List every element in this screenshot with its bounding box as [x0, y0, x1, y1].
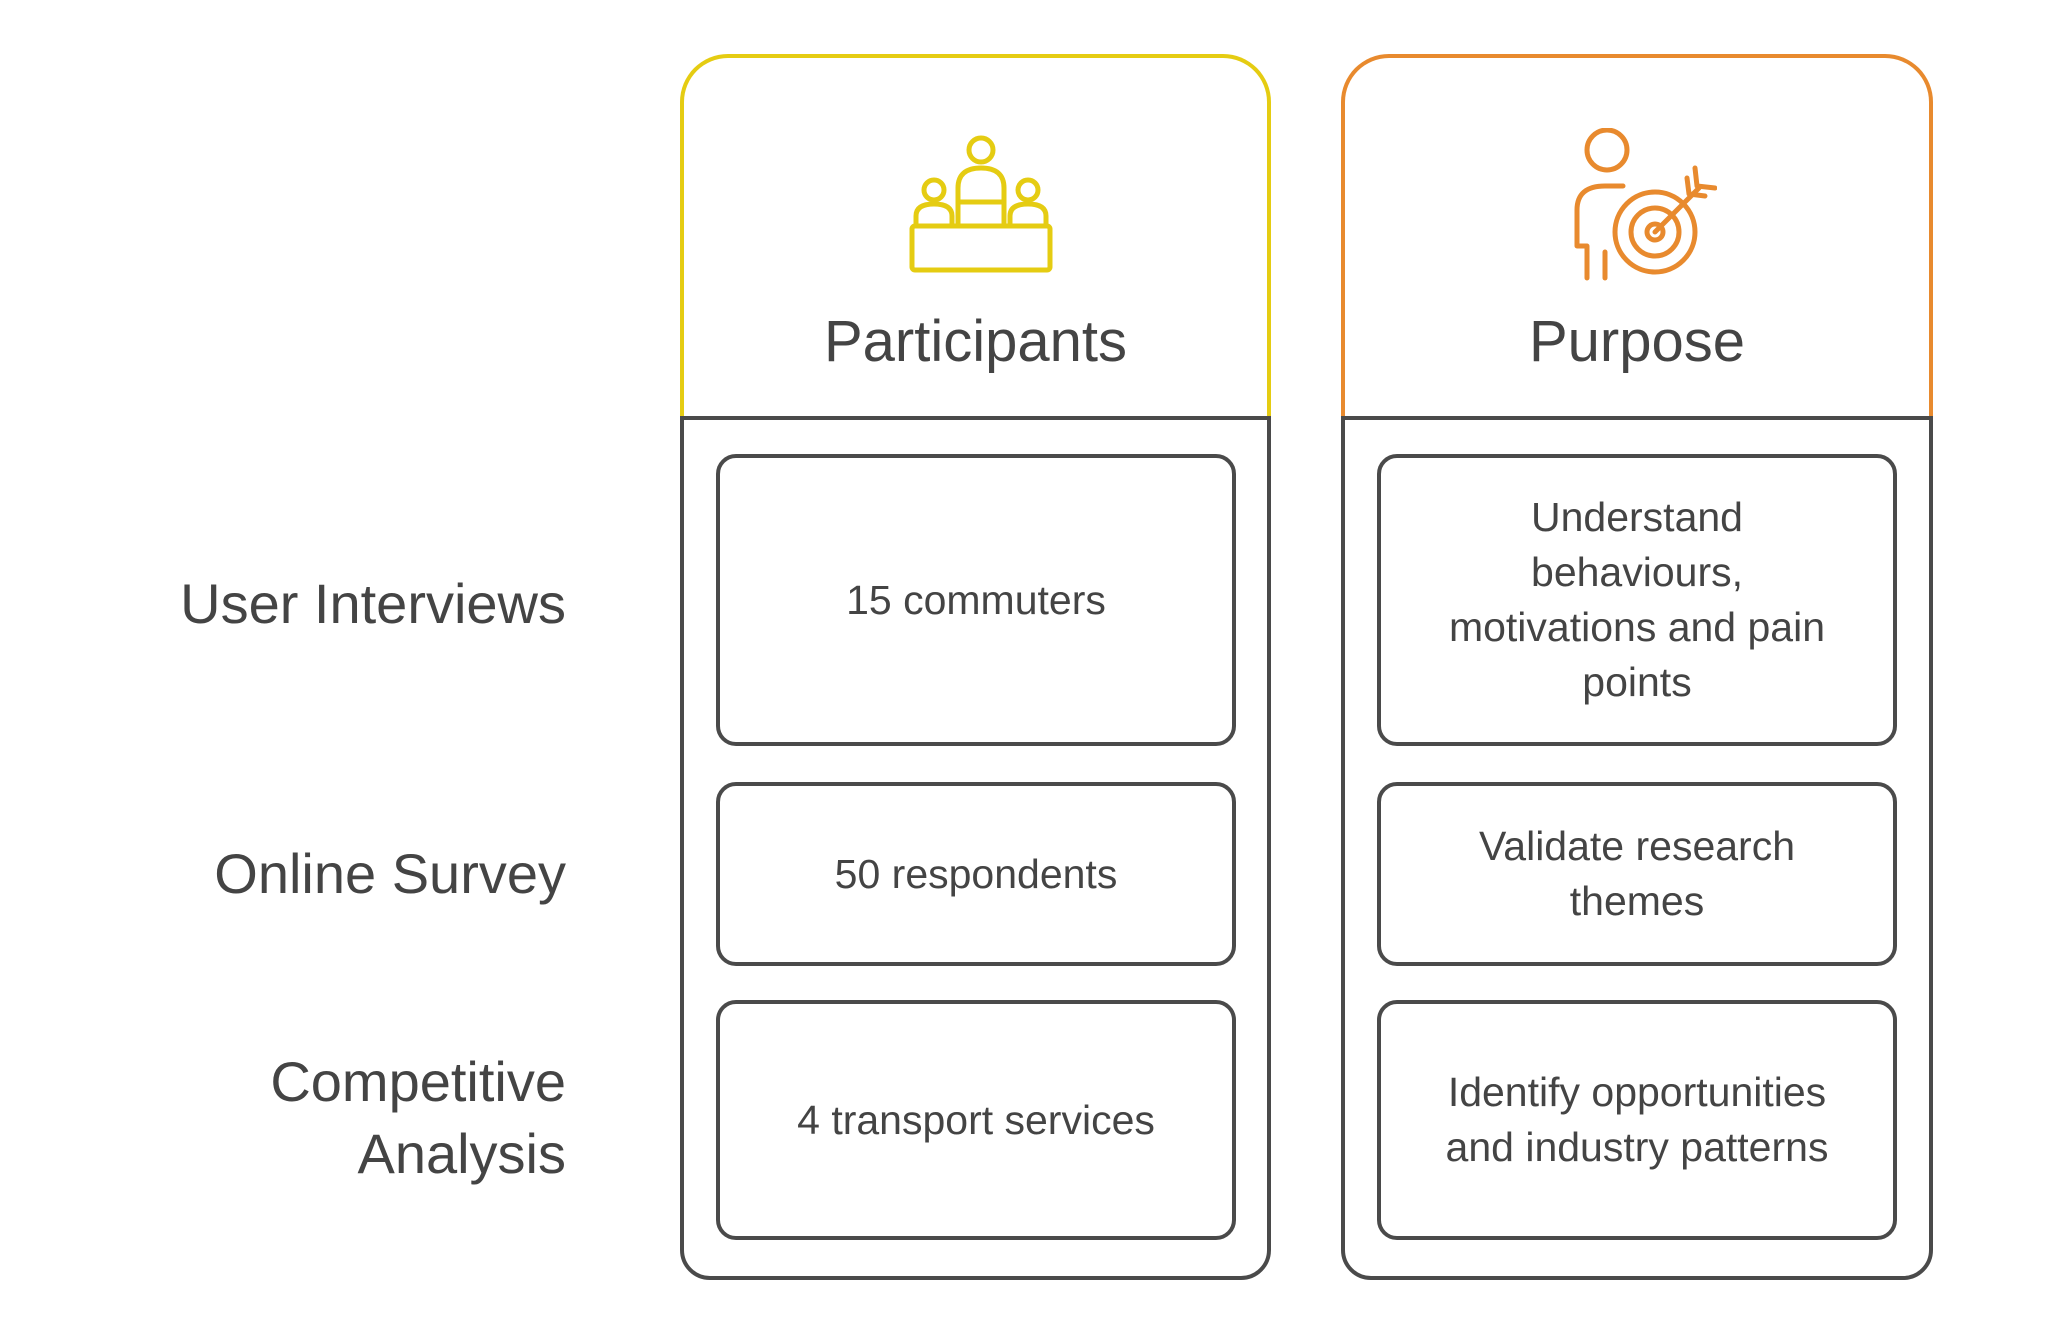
participants-column-header: Participants — [680, 54, 1271, 420]
purpose-column-header: Purpose — [1341, 54, 1933, 420]
participants-column-title: Participants — [823, 309, 1128, 374]
purpose-cell-user-interviews: Understand behaviours, motivations and p… — [1377, 454, 1897, 746]
purpose-cell-online-survey: Validate research themes — [1377, 782, 1897, 966]
participants-column-body: 15 commuters 50 respondents 4 transport … — [680, 416, 1271, 1280]
participants-cell-user-interviews: 15 commuters — [716, 454, 1236, 746]
podium-people-icon — [909, 135, 1053, 273]
participants-cell-competitive-analysis: 4 transport services — [716, 1000, 1236, 1240]
purpose-cell-competitive-analysis: Identify opportunities and industry patt… — [1377, 1000, 1897, 1240]
row-label-competitive-analysis: Competitive Analysis — [270, 1050, 566, 1185]
person-target-icon — [1574, 128, 1717, 281]
purpose-column-title: Purpose — [1528, 309, 1746, 374]
row-label-user-interviews: User Interviews — [180, 572, 566, 635]
row-label-online-survey: Online Survey — [214, 842, 566, 905]
purpose-column-body: Understand behaviours, motivations and p… — [1341, 416, 1933, 1280]
participants-cell-online-survey: 50 respondents — [716, 782, 1236, 966]
